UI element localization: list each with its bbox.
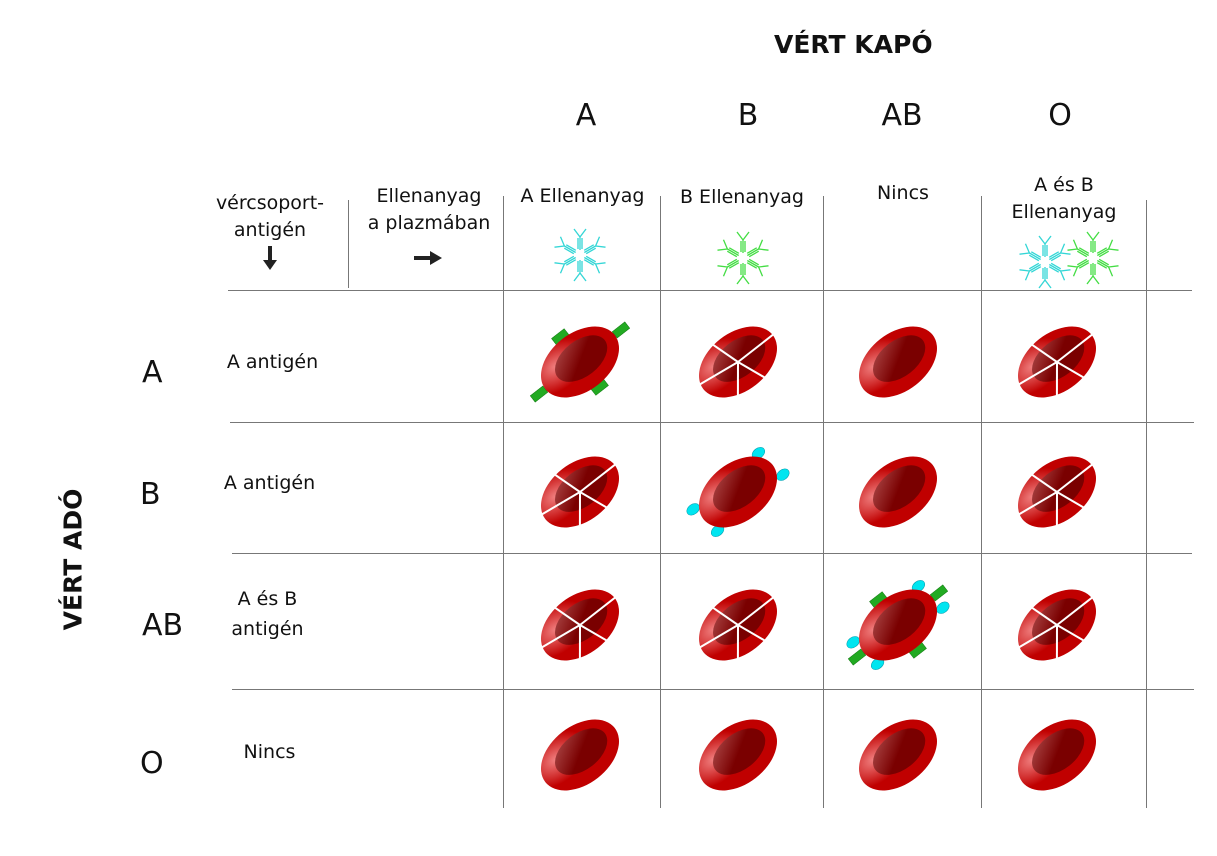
antigen-header-line2: antigén: [233, 219, 307, 241]
antigen-b-marker: [686, 503, 700, 516]
agglutination-cracks: [540, 594, 619, 661]
agglutination-cracks: [698, 594, 777, 661]
cell-normal: [699, 719, 777, 791]
row-antigen-ab-line2: antigén: [231, 618, 304, 640]
antibody-col-o-line2: Ellenanyag: [1011, 201, 1117, 223]
row-group-b: B: [140, 477, 161, 512]
red-blood-cell-center: [873, 728, 926, 775]
red-blood-cell-center: [555, 335, 608, 382]
agglutination-cracks: [1017, 461, 1096, 528]
row-group-ab: AB: [142, 608, 184, 643]
red-blood-cell-center: [713, 465, 766, 512]
cell-agglutinated: [540, 456, 619, 528]
antibody-green-icon: [1067, 231, 1119, 285]
antigen-b-marker: [776, 468, 790, 481]
column-group-a: A: [575, 98, 597, 133]
agglutination-cracks: [1017, 331, 1096, 398]
cell-normal: [1018, 719, 1096, 791]
antibody-cyan-icon: [1019, 235, 1071, 289]
column-group-o: O: [1048, 98, 1072, 133]
red-blood-cell-center: [873, 335, 926, 382]
antigen-header: vércsoport- antigén: [200, 190, 340, 270]
divider: [232, 553, 1192, 554]
antigen-b-marker: [936, 601, 950, 614]
row-antigen-a: A antigén: [226, 351, 319, 373]
agglutination-cracks: [1017, 594, 1096, 661]
divider: [1146, 200, 1147, 808]
divider: [981, 196, 982, 808]
divider: [230, 422, 1194, 423]
row-antigen-o: Nincs: [243, 741, 296, 763]
cell-normal: [541, 719, 619, 791]
row-group-o: O: [140, 746, 164, 781]
antibody-header-line2: a plazmában: [367, 212, 491, 234]
divider: [228, 290, 1192, 291]
antibody-col-b: B Ellenanyag: [679, 186, 804, 208]
divider: [660, 196, 661, 808]
antibody-col-a: A Ellenanyag: [520, 185, 645, 207]
antigen-header-line1: vércsoport-: [215, 192, 325, 214]
red-blood-cell-center: [713, 728, 766, 775]
divider: [348, 200, 349, 288]
row-antigen-b: A antigén: [223, 472, 316, 494]
row-antigen-ab-line1: A és B: [237, 588, 298, 610]
cell-normal: [859, 326, 937, 398]
cell-agglutinated: [1017, 456, 1096, 528]
red-blood-cell-center: [1032, 728, 1085, 775]
row-antigen-ab: A és B antigén: [200, 584, 335, 644]
row-group-a: A: [142, 355, 163, 390]
red-blood-cell-center: [873, 465, 926, 512]
arrow-right-icon: [414, 251, 442, 265]
antibody-header-line1: Ellenanyag: [376, 185, 482, 207]
cell-agglutinated: [698, 589, 777, 661]
cell-antigen-ab: [846, 580, 950, 670]
antibody-col-o: A és B Ellenanyag: [983, 172, 1145, 226]
antigen-a-marker: [847, 648, 867, 666]
divider: [232, 689, 1194, 690]
antibody-col-o-line1: A és B: [1034, 174, 1094, 196]
recipient-title: VÉRT KAPÓ: [774, 30, 933, 59]
cell-agglutinated: [698, 326, 777, 398]
cell-agglutinated: [540, 589, 619, 661]
divider: [823, 196, 824, 808]
red-blood-cell-center: [873, 598, 926, 645]
agglutination-cracks: [698, 331, 777, 398]
antigen-a-marker: [929, 584, 949, 602]
cell-normal: [859, 456, 937, 528]
antigen-b-marker: [846, 636, 860, 649]
antibody-cyan-icon: [554, 228, 606, 282]
column-group-b: B: [737, 98, 759, 133]
cell-normal: [859, 719, 937, 791]
cell-agglutinated: [1017, 326, 1096, 398]
antibody-col-ab: Nincs: [877, 182, 929, 204]
cell-antigen-b: [686, 447, 790, 537]
antibody-header: Ellenanyag a plazmában: [352, 183, 506, 265]
antibody-green-icon: [717, 231, 769, 285]
antigen-a-marker: [529, 385, 549, 403]
agglutination-cracks: [540, 461, 619, 528]
divider: [503, 196, 504, 808]
column-group-ab: AB: [881, 98, 923, 133]
cell-antigen-a: [529, 321, 631, 403]
antigen-a-marker: [611, 321, 631, 339]
cell-agglutinated: [1017, 589, 1096, 661]
red-blood-cell-center: [555, 728, 608, 775]
